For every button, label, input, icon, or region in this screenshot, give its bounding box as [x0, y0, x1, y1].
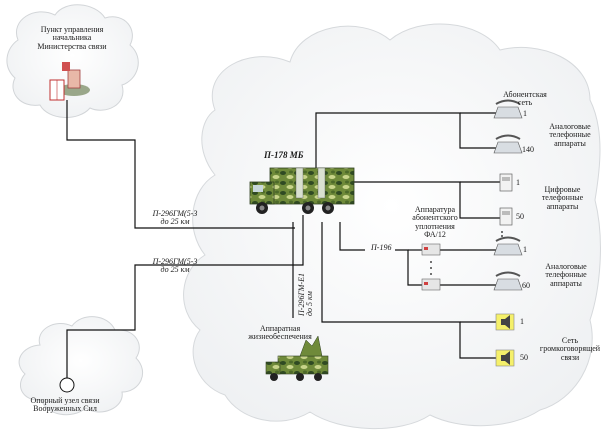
analog-phone-icon-140	[493, 134, 523, 154]
support-node-icon	[59, 377, 75, 393]
command-post-icon	[49, 62, 90, 101]
main-cloud	[183, 23, 601, 429]
count-analog-b1: 1	[523, 245, 527, 254]
digital-phone-icon-50	[499, 207, 513, 226]
count-speaker-50: 50	[520, 353, 528, 362]
analog-phone-icon-60	[493, 271, 523, 291]
multiplexer-unit-bottom	[421, 278, 441, 291]
analog-phone-icon-1	[493, 99, 523, 119]
link-mux-in	[339, 222, 365, 251]
bottom-left-cloud	[18, 316, 143, 416]
equipment-vehicle-icon	[265, 335, 329, 381]
link-top-to-vehicle	[66, 100, 295, 229]
mux-dots	[430, 231, 503, 275]
count-digital-1: 1	[516, 178, 520, 187]
top-left-cloud	[6, 4, 139, 118]
count-analog-140: 140	[522, 145, 534, 154]
loudspeaker-icon-1	[495, 313, 515, 331]
subscriber-network-label: Абонентская сеть	[503, 90, 547, 108]
link-digital	[352, 181, 500, 219]
connection-lines	[66, 100, 500, 385]
count-speaker-1: 1	[520, 317, 524, 326]
multiplexer-unit-top	[421, 243, 441, 256]
count-analog-60: 60	[522, 281, 530, 290]
main-vehicle-label: П-178 МБ	[264, 150, 304, 160]
link-bottom-to-vehicle	[66, 215, 304, 385]
analog-phone-icon-b1	[493, 236, 523, 256]
link-label-mux: П-196	[371, 243, 392, 252]
count-analog-1: 1	[523, 109, 527, 118]
count-digital-50: 50	[516, 212, 524, 221]
digital-phone-icon-1	[499, 173, 513, 192]
loudspeaker-icon-50	[495, 349, 515, 367]
main-vehicle-icon	[249, 167, 355, 214]
